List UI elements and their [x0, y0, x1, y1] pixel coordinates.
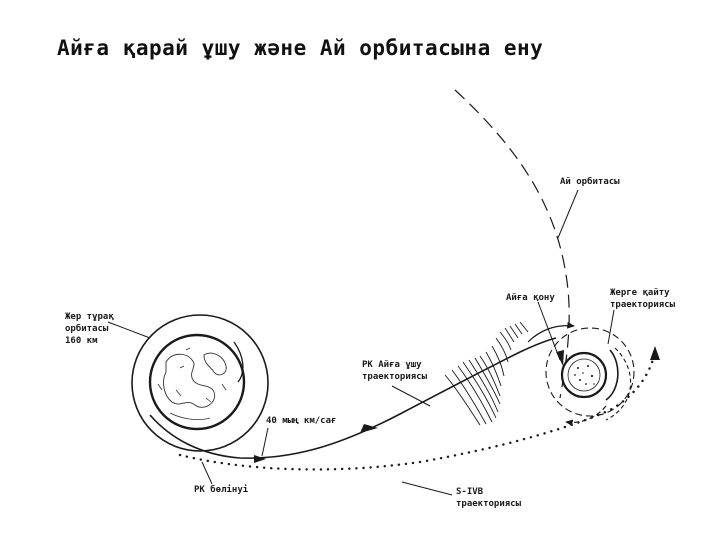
sivb-leader — [401, 481, 453, 496]
earth-orbit-label-line: 160 км — [65, 336, 98, 346]
sivb-trajectory-label: S-IVB траекториясы — [456, 486, 521, 510]
moon-orbit-leader — [557, 189, 579, 239]
earth-orbit-label-line: орбитасы — [65, 324, 109, 334]
pk-trajectory-label: РК Айға ұшу траекториясы — [362, 359, 427, 383]
return-leader — [607, 309, 615, 345]
moon-orbit-arc — [454, 89, 570, 399]
sivb-trajectory-label-line: траекториясы — [456, 499, 522, 509]
pk-trajectory-label-line: РК Айға ұшу — [362, 360, 422, 370]
speed-leader — [261, 427, 269, 457]
separation-leader — [201, 461, 213, 485]
return-trajectory-label: Жерге қайту траекториясы — [610, 287, 675, 311]
sivb-arrowhead — [650, 346, 660, 360]
trajectory-arrow — [360, 424, 378, 433]
sivb-trajectory-label-line: S-IVB — [456, 487, 484, 497]
moon-landing-label: Айға қону — [506, 293, 555, 303]
earth-orbit-label-line: Жер тұрақ — [65, 312, 114, 322]
landing-leader — [537, 301, 561, 361]
earth-orbit-label: Жер тұрақ орбитасы 160 км — [65, 311, 114, 347]
pk-translunar-trajectory — [149, 337, 557, 459]
pk-trajectory-label-line: траекториясы — [362, 372, 428, 382]
lunar-parking-orbit — [545, 327, 635, 417]
earth-globe — [148, 333, 246, 431]
earth-parking-orbit — [131, 314, 269, 452]
speed-label: 40 мың км/сағ — [266, 416, 337, 426]
earth-orbit-leader — [107, 321, 151, 339]
page-title: Айға қарай ұшу және Ай орбитасына ену — [57, 36, 544, 60]
pk-trajectory-leader — [391, 385, 431, 407]
earth-orbit-hook — [233, 341, 244, 383]
lunar-approach-arc — [527, 321, 575, 343]
return-dashed-arc — [565, 405, 607, 427]
moon-orbit-label: Ай орбитасы — [560, 177, 620, 187]
trajectory-arrow — [254, 455, 266, 463]
pk-separation-label: РК бөлінуі — [194, 485, 249, 495]
injection-burn-hatching — [444, 321, 529, 426]
return-outer-arc — [605, 347, 632, 421]
landing-arrowhead — [556, 350, 564, 366]
moon — [560, 351, 608, 399]
return-trajectory-label-line: Жерге қайту — [610, 288, 670, 298]
return-trajectory-label-line: траекториясы — [610, 300, 676, 310]
return-inner-arc — [605, 349, 619, 401]
